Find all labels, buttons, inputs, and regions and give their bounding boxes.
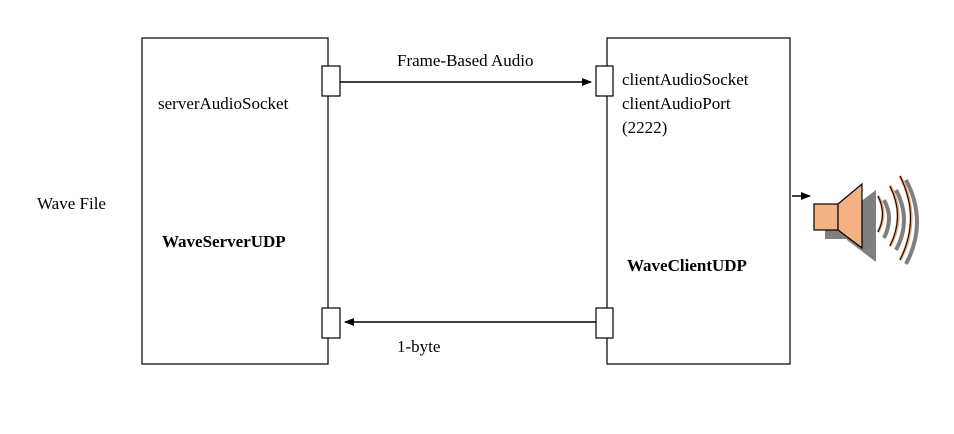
client-socket-block: clientAudioSocket clientAudioPort (2222) [622, 68, 749, 140]
speaker-icon [813, 175, 919, 265]
client-port-number: (2222) [622, 118, 668, 137]
client-name-label: WaveClientUDP [627, 256, 747, 275]
server-port-top [321, 65, 341, 97]
frame-audio-label: Frame-Based Audio [397, 51, 534, 70]
client-socket-label: clientAudioSocket [622, 70, 749, 89]
server-box [141, 37, 329, 365]
client-port-top [595, 65, 614, 97]
client-port-label: clientAudioPort [622, 94, 731, 113]
one-byte-label: 1-byte [397, 337, 441, 356]
server-name-label: WaveServerUDP [162, 232, 286, 251]
server-socket-label: serverAudioSocket [158, 94, 289, 113]
wave-file-label: Wave File [37, 194, 106, 213]
client-box [606, 37, 791, 365]
server-port-bottom [321, 307, 341, 339]
client-port-bottom [595, 307, 614, 339]
